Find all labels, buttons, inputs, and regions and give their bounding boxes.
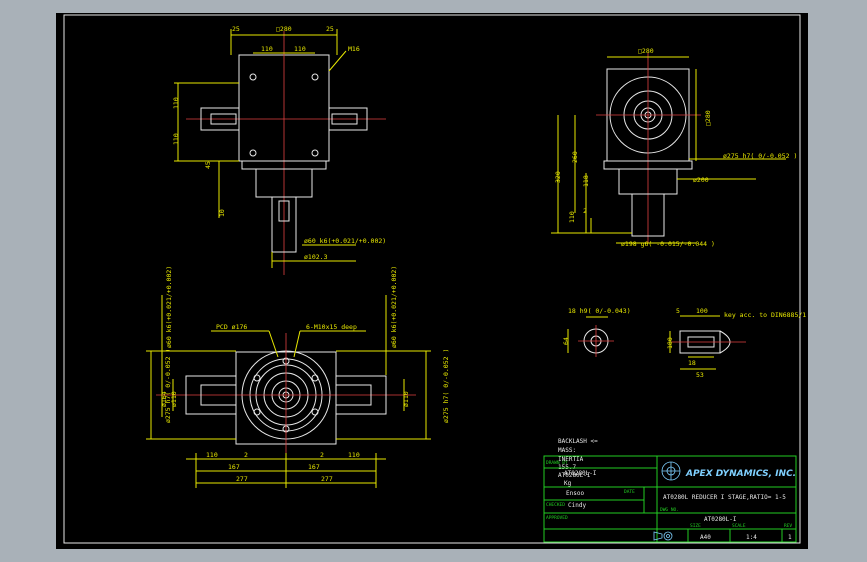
rev-value: 1 — [788, 534, 792, 541]
side-dim-260: 260 — [571, 151, 579, 163]
top-dim-thread: M16 — [348, 45, 360, 53]
part-number: AT0280L-I — [704, 516, 737, 523]
part-number-left: AT0280L-I — [564, 470, 597, 477]
key-dim-53: 53 — [696, 371, 704, 379]
top-dim-v110b: 110 — [172, 133, 180, 145]
front-dim-left-164: ø164 — [160, 391, 168, 407]
name-drawn: Ensoo — [566, 490, 584, 497]
front-dim-110a: 110 — [206, 451, 218, 459]
top-dim-v110a: 110 — [172, 97, 180, 109]
top-dim-square: □280 — [276, 25, 292, 33]
drawing-canvas: □280 25 25 110 110 M16 110 110 45 10 ø60… — [63, 14, 806, 544]
scale-value: 1:4 — [746, 534, 757, 541]
front-view: PCD ø176 6-M10x15 deep ø60 k6(+0.021/+0.… — [146, 266, 450, 488]
company-name: APEX DYNAMICS, INC. — [685, 469, 796, 479]
front-dim-left-110: ø110 — [170, 391, 178, 407]
label-checked: CHECKED — [546, 502, 565, 508]
top-dim-110b: 110 — [294, 45, 306, 53]
note-line-2: AT0280L-I — [558, 472, 591, 479]
side-dim-square: □280 — [638, 47, 654, 55]
side-dim-275: ø275 h7( 0/-0.052 ) — [723, 152, 797, 160]
front-dim-right-shaft: ø60 k6(+0.021/+0.002) — [390, 266, 398, 348]
cad-viewport[interactable]: □280 25 25 110 110 M16 110 110 45 10 ø60… — [56, 13, 808, 549]
front-dim-167a: 167 — [228, 463, 240, 471]
key-dim-64: 64 — [562, 337, 570, 345]
top-dim-shaft: ø60 k6(+0.021/+0.002) — [304, 237, 386, 245]
key-details: 18 h9( 0/-0.043) 64 5 100 key acc. to DI… — [562, 307, 806, 379]
side-dim-square-v: □280 — [704, 110, 712, 126]
note-mass: MASS: — [558, 447, 576, 454]
label-approved: APPROVED — [546, 515, 568, 521]
top-dim-45: 45 — [204, 161, 212, 169]
note-line-3: Kg — [564, 480, 572, 487]
key-dim-18h9: 18 h9( 0/-0.043) — [568, 307, 631, 315]
label-dwg-no: DWG NO. — [660, 507, 679, 513]
front-dim-167b: 167 — [308, 463, 320, 471]
key-dim-5: 5 — [676, 307, 680, 315]
side-dim-320: 320 — [554, 171, 562, 183]
front-dim-277a: 277 — [236, 475, 248, 483]
front-dim-2b: 2 — [320, 451, 324, 459]
side-dim-110: 110 — [568, 211, 576, 223]
projection-symbol — [663, 531, 673, 541]
key-dim-180: 180 — [666, 337, 674, 349]
sheet-border — [63, 14, 801, 544]
label-size: SIZE — [690, 523, 701, 529]
front-dim-right-110: ø110 — [402, 391, 410, 407]
top-view: □280 25 25 110 110 M16 110 110 45 10 ø60… — [172, 25, 386, 275]
label-drawn-by: DRAWN BY — [546, 460, 568, 466]
key-dim-18: 18 — [688, 359, 696, 367]
front-dim-right-275: ø275 h7( 0/-0.052 ) — [442, 349, 450, 423]
top-dim-25b: 25 — [326, 25, 334, 33]
key-dim-100: 100 — [696, 307, 708, 315]
name-checked: Cindy — [568, 502, 586, 509]
side-dim-2: 2 — [583, 207, 587, 215]
note-backlash: BACKLASH <= — [558, 438, 598, 445]
side-view: □280 □280 320 260 118 110 2 ø275 h7( 0/-… — [551, 47, 797, 248]
side-dim-118: 118 — [582, 175, 590, 187]
drawing-title: AT0280L REDUCER I STAGE,RATIO= 1-5 — [663, 494, 786, 501]
front-dim-110b: 110 — [348, 451, 360, 459]
top-dim-10: 10 — [218, 209, 226, 217]
front-dim-left-shaft: ø60 k6(+0.021/+0.002) — [165, 266, 173, 348]
title-block: APEX DYNAMICS, INC. AT0280L REDUCER I ST… — [543, 455, 797, 543]
label-date: DATE — [624, 489, 635, 495]
front-dim-left-275: ø275 h7( 0/-0.052 ) — [164, 349, 172, 423]
side-dim-200: ø200 — [693, 176, 709, 184]
side-dim-198: ø198 g6( -0.015/-0.044 ) — [621, 240, 715, 248]
front-dim-holes: 6-M10x15 deep — [306, 323, 357, 331]
front-dim-2a: 2 — [244, 451, 248, 459]
label-rev: REV — [784, 523, 792, 529]
key-note: key acc. to DIN6885/1 — [724, 311, 806, 319]
front-dim-pcd: PCD ø176 — [216, 323, 247, 331]
top-dim-25a: 25 — [232, 25, 240, 33]
front-dim-277b: 277 — [321, 475, 333, 483]
label-scale: SCALE — [732, 523, 746, 529]
note-line-0: INERTIA — [558, 456, 584, 463]
top-dim-flange: ø102.3 — [304, 253, 328, 261]
size-value: A40 — [700, 534, 711, 541]
top-dim-110a: 110 — [261, 45, 273, 53]
